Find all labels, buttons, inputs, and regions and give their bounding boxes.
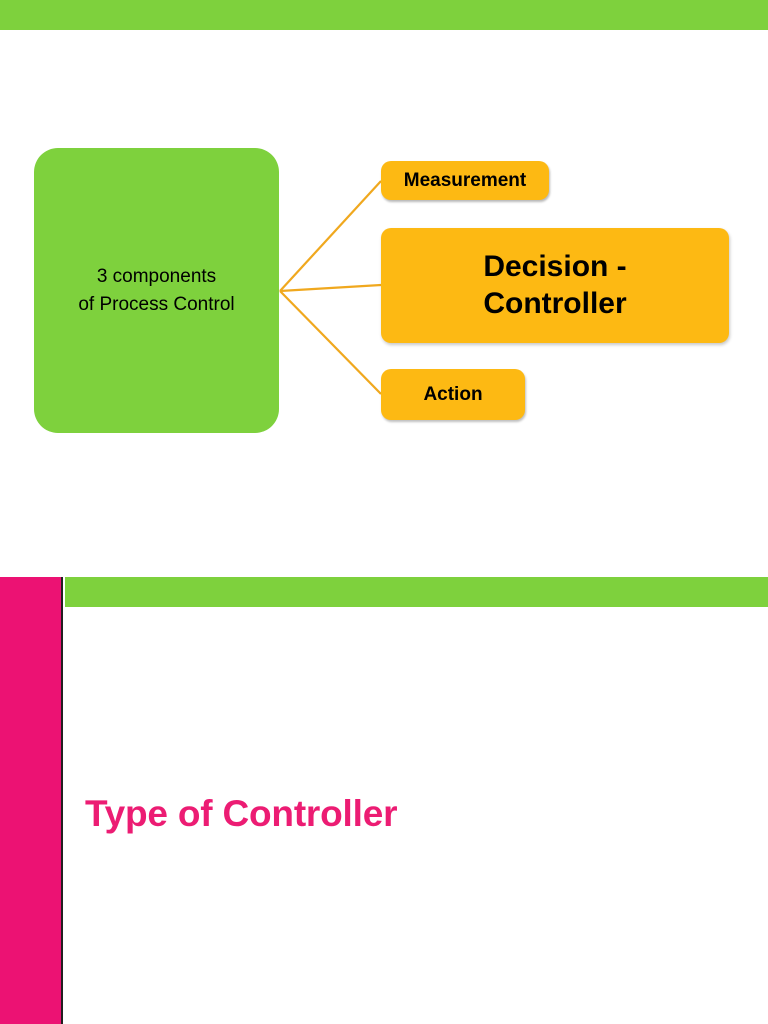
node-decision-controller-line1: Decision - xyxy=(483,249,627,283)
node-measurement-label: Measurement xyxy=(403,169,527,191)
node-decision-controller[interactable]: Decision - Controller xyxy=(381,228,729,343)
connector-to-action xyxy=(279,290,382,395)
process-control-diagram: 3 components of Process Control Measurem… xyxy=(0,30,768,577)
slide-two-title: Type of Controller xyxy=(85,793,398,834)
connector-to-decision xyxy=(279,283,382,293)
slide-process-control-components: 3 components of Process Control Measurem… xyxy=(0,0,768,577)
node-decision-controller-text: Decision - Controller xyxy=(483,249,626,322)
node-measurement[interactable]: Measurement xyxy=(381,161,549,200)
node-three-components-line2: of Process Control xyxy=(78,293,235,315)
slide-type-of-controller: Type of Controller xyxy=(0,577,768,1024)
node-action-label: Action xyxy=(423,383,483,405)
connector-lines xyxy=(279,180,382,395)
slide-two-side-accent-bar xyxy=(0,577,63,1024)
slide-one-top-accent-bar xyxy=(0,0,768,30)
node-three-components-text: 3 components of Process Control xyxy=(78,263,234,318)
node-decision-controller-line2: Controller xyxy=(483,286,627,320)
node-action[interactable]: Action xyxy=(381,369,525,420)
slide-two-top-accent-bar xyxy=(65,577,768,607)
connector-to-measurement xyxy=(279,180,382,292)
node-three-components[interactable]: 3 components of Process Control xyxy=(34,148,279,433)
node-three-components-line1: 3 components xyxy=(96,265,217,287)
